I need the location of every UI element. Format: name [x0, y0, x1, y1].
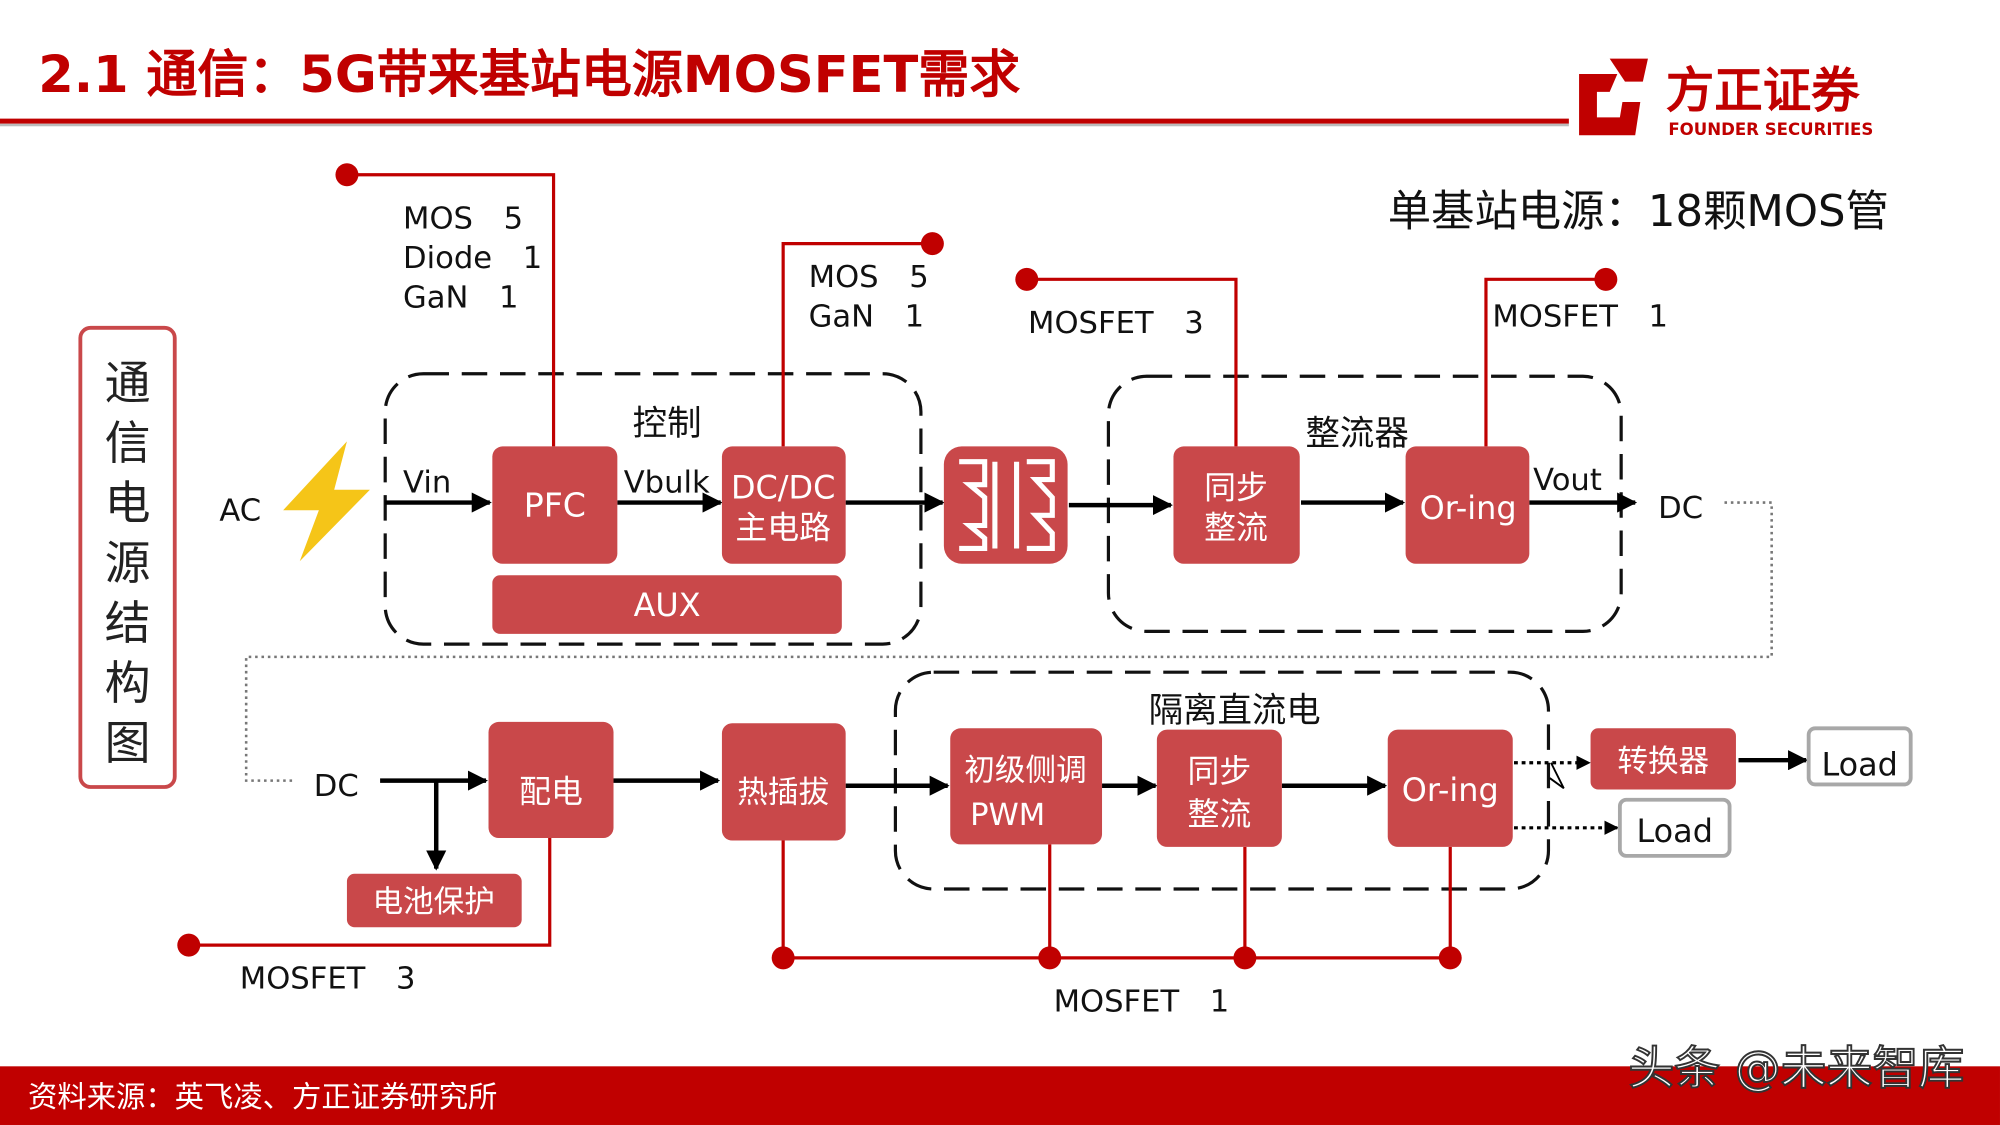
isolated-dc-group-label: 隔离直流电 [1149, 691, 1321, 731]
load-2-label: Load [1636, 812, 1712, 850]
watermark: 头条 @未来智库 [1628, 1041, 1964, 1095]
aux-label: AUX [634, 586, 701, 624]
sync-rectifier-2-label-2: 整流 [1188, 795, 1252, 833]
dcdc-label-1: DC/DC [731, 469, 835, 507]
dc-in-label: DC [314, 769, 359, 804]
sync-rectifier-2-block: 同步 整流 [1156, 729, 1282, 847]
transformer-block [943, 446, 1068, 564]
side-label: 通信电源结构图 [105, 356, 151, 770]
hotswap-label: 热插拔 [737, 775, 829, 810]
pwm-label-1: 初级侧调 [964, 754, 1086, 789]
transformer-icon [959, 459, 1055, 552]
sync-rectifier-2-label-1: 同步 [1188, 752, 1252, 790]
footer-source: 资料来源：英飞凌、方正证券研究所 [28, 1080, 497, 1114]
oring-2-label: Or-ing [1402, 771, 1499, 809]
header-rule [0, 118, 1569, 124]
brand-logo: 方正证券 FOUNDER SECURITIES [1579, 58, 1873, 139]
side-label-char: 图 [105, 716, 151, 770]
converter-block: 转换器 [1590, 728, 1736, 790]
bottom-mosfet-count: MOSFET 1 [1054, 984, 1230, 1019]
distribution-block: 配电 [488, 721, 614, 839]
signal-arrows [380, 492, 1809, 871]
dcdc-mos-count: MOS 5 [809, 260, 929, 295]
header-rule-gray [0, 123, 1569, 127]
load-1-box: Load [1806, 726, 1913, 787]
pfc-mos-count: MOS 5 [403, 201, 523, 236]
rectifier-group-label: 整流器 [1305, 414, 1408, 454]
sync-rectifier-label-2: 整流 [1204, 508, 1268, 546]
annotation-dots [177, 163, 1618, 970]
side-label-box [78, 325, 177, 789]
dcdc-label-2: 主电路 [735, 508, 831, 546]
battery-protection-block: 电池保护 [346, 873, 522, 928]
oring-label: Or-ing [1420, 489, 1517, 527]
brand-name-en: FOUNDER SECURITIES [1668, 120, 1873, 139]
dc-out-label: DC [1658, 491, 1703, 526]
pwm-block: 初级侧调 PWM [950, 728, 1103, 845]
converter-label: 转换器 [1617, 745, 1709, 780]
side-label-char: 构 [105, 656, 151, 710]
pwm-label-2: PWM [970, 798, 1045, 833]
hotswap-block: 热插拔 [721, 723, 846, 841]
side-label-char: 通 [105, 356, 151, 410]
dcdc-block: DC/DC 主电路 [721, 446, 846, 564]
pfc-label: PFC [524, 486, 586, 525]
dotted-load-arrows [1514, 755, 1619, 835]
dcdc-gan-count: GaN 1 [809, 300, 924, 335]
oring-2-block: Or-ing [1387, 729, 1513, 847]
dc-loop-connector [244, 501, 1773, 782]
battery-mosfet-count: MOSFET 3 [240, 962, 416, 997]
side-label-char: 信 [105, 416, 151, 470]
footer-bar [0, 1066, 2000, 1125]
vout-label: Vout [1533, 463, 1602, 498]
vin-label: Vin [403, 465, 451, 500]
pfc-gan-count: GaN 1 [403, 280, 518, 315]
ac-label: AC [219, 493, 261, 528]
page-title: 2.1 通信：5G带来基站电源MOSFET需求 [38, 46, 1020, 105]
switch-mark [1549, 762, 1565, 790]
pfc-diode-count: Diode 1 [403, 241, 542, 276]
control-group [383, 372, 923, 646]
side-label-char: 电 [105, 476, 151, 530]
sync-rectifier-label-1: 同步 [1204, 469, 1268, 507]
lightning-icon [283, 441, 370, 562]
vbulk-label: Vbulk [624, 465, 710, 500]
aux-block: AUX [492, 575, 842, 634]
side-label-char: 源 [105, 536, 151, 590]
distribution-label: 配电 [519, 772, 583, 810]
control-group-label: 控制 [633, 404, 702, 444]
load-2-box: Load [1617, 797, 1732, 858]
brand-name-cn: 方正证券 [1666, 63, 1860, 119]
sync-mosfet-count: MOSFET 3 [1028, 306, 1204, 341]
side-label-char: 结 [105, 596, 151, 650]
total-mos-label: 单基站电源：18颗MOS管 [1388, 187, 1889, 237]
battery-protection-label: 电池保护 [372, 885, 494, 920]
isolated-dc-group [893, 670, 1551, 891]
oring-mosfet-count: MOSFET 1 [1492, 300, 1668, 335]
pfc-block: PFC [492, 446, 618, 564]
sync-rectifier-block: 同步 整流 [1173, 446, 1300, 564]
oring-block: Or-ing [1405, 446, 1530, 564]
load-1-label: Load [1821, 746, 1897, 784]
